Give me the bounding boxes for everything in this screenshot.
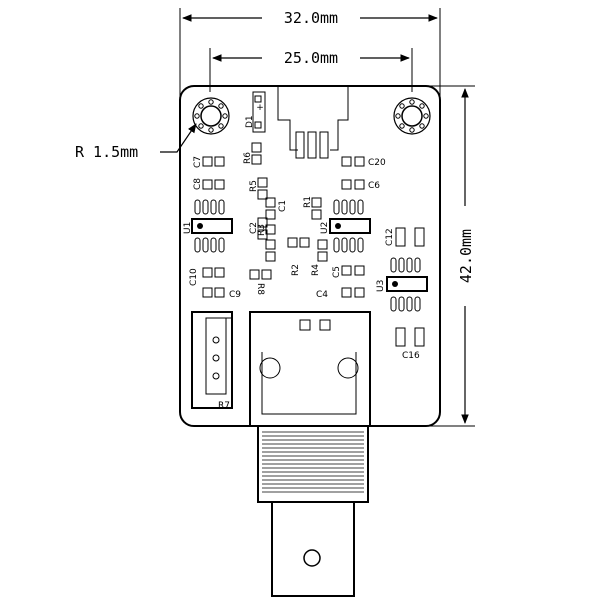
label-r4: R4 [311,264,321,276]
smd-pads [202,142,425,347]
width-outer-label: 32.0mm [284,9,338,27]
silkscreen-labels: R6 C7 C8 R5 C20 C6 C1 R1 C2 R3 C12 R2 R4… [189,152,420,361]
dimension-height: 42.0mm [426,85,476,427]
label-u1: U1 [183,222,193,234]
label-r5: R5 [249,180,259,192]
label-c1: C1 [278,200,288,212]
label-r8: R8 [255,283,265,295]
chip-u1: U1 [183,199,233,253]
dimension-width-holes: 25.0mm [209,48,413,92]
label-r3: R3 [257,224,267,236]
dimension-width-outer: 32.0mm [179,8,441,96]
label-r2: R2 [291,264,301,276]
top-connector [277,86,349,159]
label-c9: C9 [229,290,241,300]
dimension-radius: R 1.5mm [75,123,197,161]
height-label: 42.0mm [457,229,475,283]
label-c16: C16 [402,351,420,361]
mounting-hole-right [393,97,431,135]
radius-label: R 1.5mm [75,143,138,161]
led-d1: + D1 [245,91,266,133]
label-r7: R7 [218,401,230,411]
label-c8: C8 [193,178,203,190]
label-c6: C6 [368,181,380,191]
label-c4: C4 [316,290,328,300]
mounting-hole-left [192,97,230,135]
connector-3pin: R7 [191,311,233,411]
width-holes-label: 25.0mm [284,49,338,67]
plus-marker: + [256,103,264,113]
label-c20: C20 [368,158,386,168]
label-c12: C12 [385,228,395,246]
label-d1: D1 [245,115,255,128]
chip-u3: U3 [376,257,428,312]
label-c5: C5 [332,266,342,278]
label-u3: U3 [376,280,386,292]
chip-u2: U2 [320,199,371,253]
label-r6: R6 [243,152,253,164]
label-c7: C7 [193,156,203,168]
label-c10: C10 [189,268,199,286]
label-r1: R1 [303,196,313,208]
label-c2: C2 [249,222,259,234]
label-u2: U2 [320,222,330,234]
bnc-connector [249,311,371,597]
